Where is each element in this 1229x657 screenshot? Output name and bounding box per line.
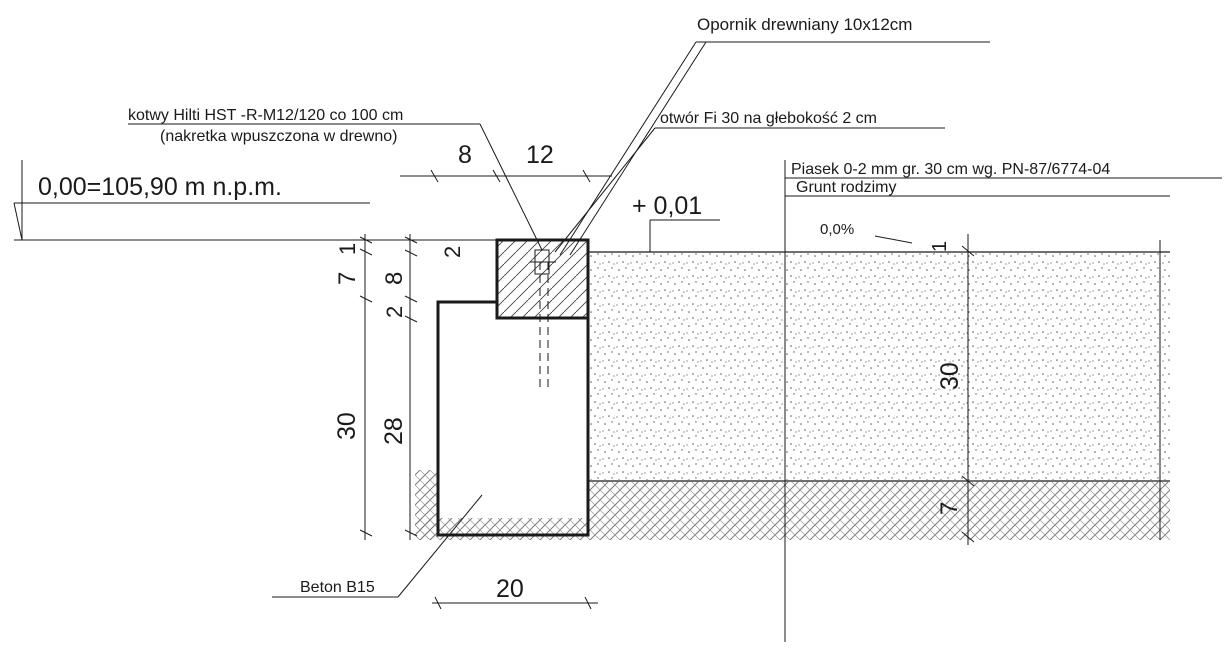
kotwy-label: kotwy Hilti HST -R-M12/120 co 100 cm	[128, 107, 403, 124]
sand-layer	[588, 252, 1170, 480]
concrete-foundation	[436, 300, 590, 537]
dim-left-7: 7	[334, 272, 361, 285]
soil-layer	[588, 482, 1170, 540]
dim-top-8: 8	[458, 141, 472, 169]
opornik-label: Opornik drewniany 10x12cm	[697, 15, 912, 34]
level-label: 0,00=105,90 m n.p.m.	[38, 173, 282, 201]
dim-bottom-20: 20	[496, 575, 524, 603]
bottom-dimension	[432, 596, 598, 610]
piasek-label: Piasek 0-2 mm gr. 30 cm wg. PN-87/6774-0…	[791, 161, 1110, 178]
slope-label: 0,0%	[820, 221, 854, 238]
right-dimensions	[961, 234, 1161, 545]
top-dimensions	[400, 169, 612, 183]
soil-under-foundation	[415, 518, 590, 540]
grunt-label: Grunt rodzimy	[796, 179, 896, 196]
plus-level-label: + 0,01	[632, 192, 702, 220]
dim-mid-2-top: 2	[440, 246, 465, 258]
ground-level	[13, 160, 500, 241]
dim-mid-2: 2	[382, 306, 407, 318]
leader-lines	[128, 41, 990, 598]
nakretka-label: (nakretka wpuszczona w drewno)	[160, 128, 397, 145]
beton-label: Beton B15	[300, 579, 375, 596]
dim-top-12: 12	[526, 141, 554, 169]
timber-curb	[497, 240, 588, 318]
layer-leaders	[649, 160, 1222, 642]
dim-left-30: 30	[333, 412, 361, 440]
left-dimensions	[359, 234, 418, 540]
dim-mid-8: 8	[381, 272, 408, 285]
dim-right-30: 30	[936, 362, 964, 390]
dim-mid-28: 28	[380, 417, 408, 445]
dim-right-7: 7	[936, 502, 963, 515]
dim-left-1: 1	[335, 243, 360, 255]
otwor-label: otwór Fi 30 na głebokość 2 cm	[660, 110, 877, 127]
dim-right-1: 1	[929, 241, 951, 252]
